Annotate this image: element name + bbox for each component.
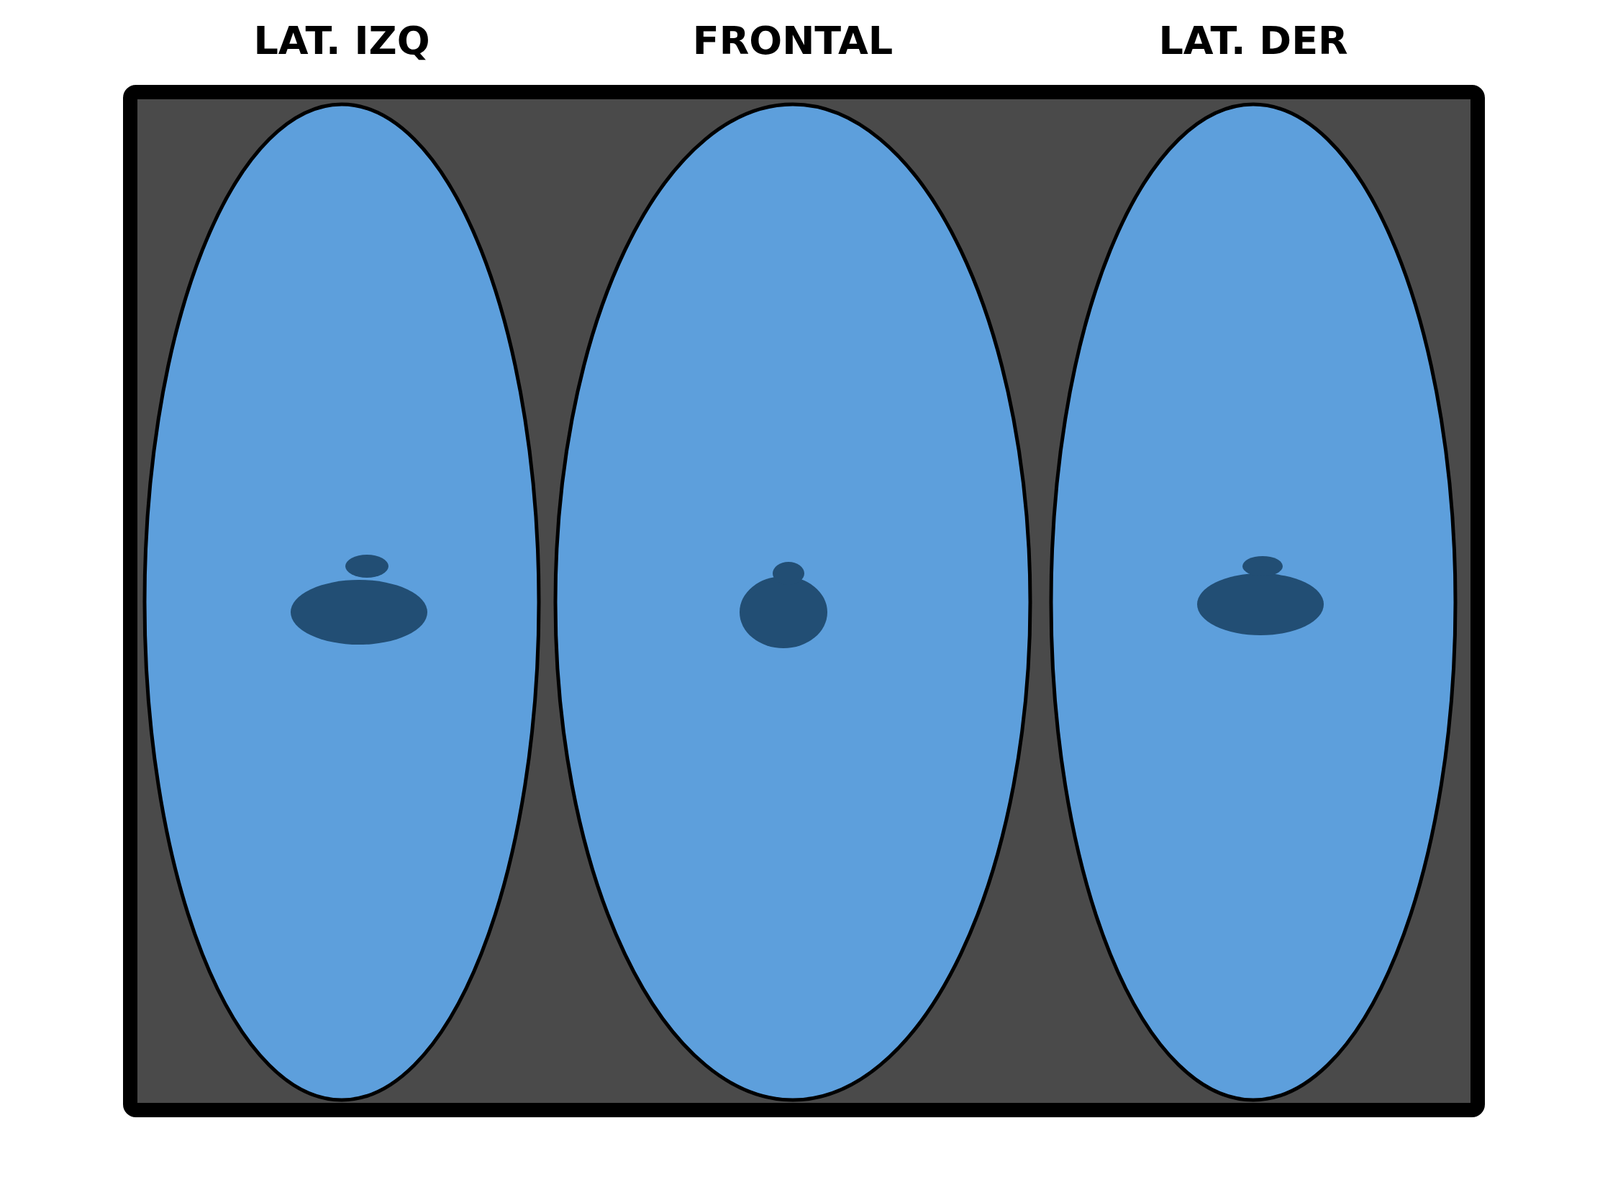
view-ellipse: FRONTAL [553,102,1033,1103]
ellipse-shape [144,104,539,1100]
dark-spot [739,576,828,649]
ellipse-shape [555,104,1031,1100]
dark-spot [1242,556,1283,577]
dark-spot [290,579,428,645]
ellipse-outline [142,102,542,1103]
view-heading: LAT. IZQ [142,19,542,62]
ellipse-shape [1051,104,1456,1100]
dark-spot [772,561,805,585]
ellipse-outline [1048,102,1458,1103]
dark-spot [345,554,389,578]
ellipse-outline [553,102,1033,1103]
view-heading: LAT. DER [1048,19,1458,62]
dark-spot [1197,573,1324,636]
view-heading: FRONTAL [553,19,1033,62]
background-panel [130,92,1478,1111]
view-ellipse: LAT. DER [1048,102,1458,1103]
view-ellipse: LAT. IZQ [142,102,542,1103]
